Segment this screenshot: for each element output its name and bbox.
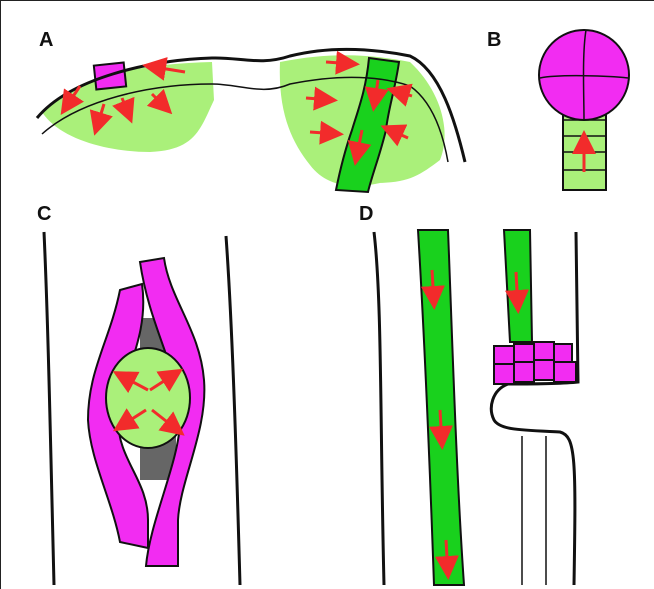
panel-b-drawing [539,30,629,190]
panel-label-c: C [37,203,51,226]
panel-c-right-wall [226,236,240,585]
panel-label-d: D [359,203,373,226]
panel-c-left-wall [44,232,54,585]
panel-label-a: A [39,29,53,52]
panel-d-drawing [374,230,578,585]
panel-label-b: B [487,29,501,52]
panel-c-drawing [44,232,240,585]
panel-d-long-strand [418,230,464,585]
panel-d-right-wall [491,232,578,585]
panel-a-drawing [37,49,465,192]
panel-c-vacuole [106,348,190,448]
panel-d-left-wall [374,232,384,585]
panel-d-magenta-cells [494,342,576,384]
